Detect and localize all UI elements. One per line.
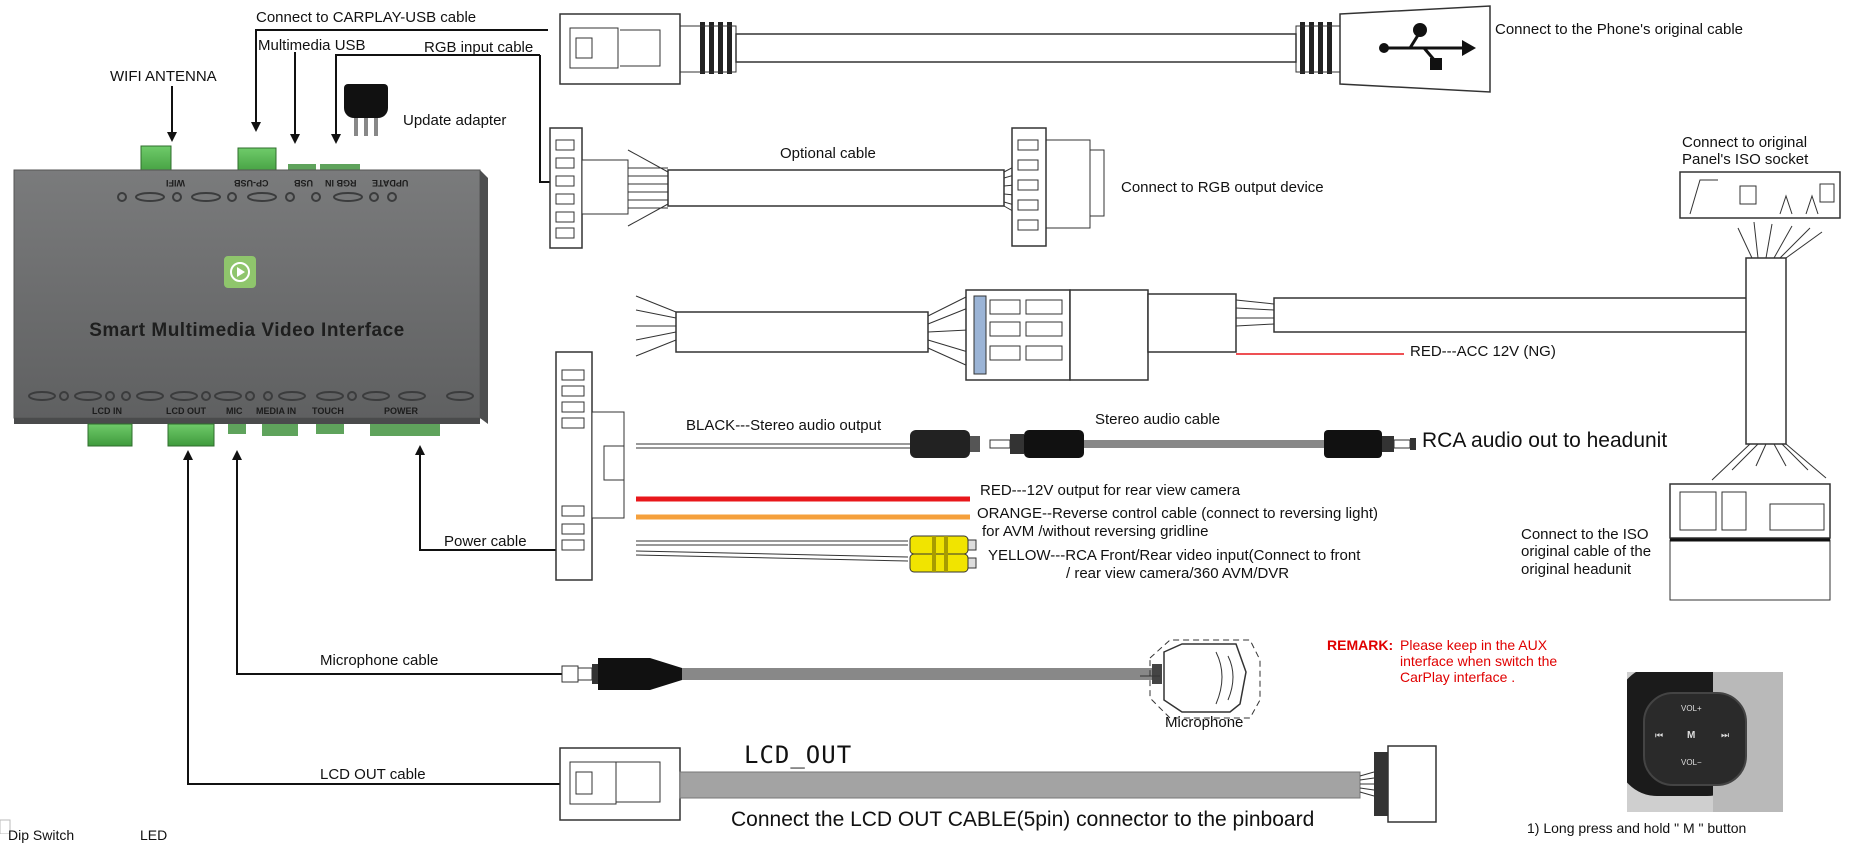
rgb-optional-cable [549,127,1105,249]
pointer-lines [167,29,562,785]
device-title: Smart Multimedia Video Interface [89,320,405,341]
port-label-lcd-out: LCD OUT [166,406,206,416]
rca-yellow-plugs [909,535,977,573]
port-label-touch: TOUCH [312,406,344,416]
remark-key: REMARK: [1327,637,1394,653]
label-microphone: Microphone [1165,714,1244,731]
label-stereo-cable: Stereo audio cable [1095,411,1221,428]
usb-icon [1379,23,1476,70]
label-yellow-rca-1: YELLOW---RCA Front/Rear video input(Conn… [988,547,1361,564]
label-dip-switch: Dip Switch [8,827,75,843]
label-optional-cable: Optional cable [780,145,876,162]
label-yellow-rca-2: / rear view camera/360 AVM/DVR [1066,565,1290,582]
vol-down-label: VOL− [1681,758,1702,767]
iso-headunit-connector [1669,483,1831,539]
power-connector [370,424,440,436]
microphone-cable [561,639,1261,719]
interface-box [13,145,488,447]
prev-track-icon: ⏮ [1655,730,1664,740]
label-red-12v: RED---12V output for rear view camera [980,482,1241,499]
update-adapter-icon [344,84,388,140]
label-black-stereo: BLACK---Stereo audio output [686,417,882,434]
port-label-power: POWER [384,406,419,416]
label-rgb-output: Connect to RGB output device [1121,179,1324,196]
label-orange-reverse-2: for AVM /without reversing gridline [982,523,1209,540]
steering-wheel-photo: VOL+ VOL− M ⏮ ⏭ [1627,672,1783,812]
label-multimedia-usb: Multimedia USB [258,37,366,54]
main-harness [555,171,1841,601]
next-track-icon: ⏭ [1721,730,1730,740]
port-label-mic: MIC [226,406,243,416]
carplay-usb-cable [559,5,1491,93]
vol-up-label: VOL+ [1681,704,1702,713]
remark-text: Please keep in the AUX interface when sw… [1400,637,1558,686]
port-label-cp-usb: CP-USB [234,178,269,188]
device-body [13,169,481,419]
label-power-cable: Power cable [444,533,527,550]
lcd-out-cable [559,745,1437,823]
label-led: LED [140,827,168,843]
mode-button-label: M [1687,730,1696,741]
touch-connector [316,424,344,434]
port-label-wifi: WIFI [166,178,185,188]
label-lcd-connect: Connect the LCD OUT CABLE(5pin) connecto… [731,808,1315,831]
lcd-out-connector [167,423,215,447]
port-label-lcd-in: LCD IN [92,406,122,416]
label-iso-headunit: Connect to the ISO original cable of the… [1521,526,1652,578]
microphone-icon [1163,643,1247,713]
stereo-audio-cable [989,430,1416,458]
label-update-adapter: Update adapter [403,112,507,129]
iso-socket-top [1679,171,1841,219]
lcd-in-connector [87,423,133,447]
bottom-led-holes [28,391,474,401]
label-iso-socket: Connect to original Panel's ISO socket [1682,134,1809,169]
label-red-acc: RED---ACC 12V (NG) [1410,343,1556,360]
label-lcd-out-cable: LCD OUT cable [320,766,426,783]
port-label-rgb-in: RGB IN [325,178,357,188]
port-label-usb: USB [294,178,314,188]
label-microphone-cable: Microphone cable [320,652,439,669]
label-rgb-input: RGB input cable [424,39,534,56]
label-orange-reverse-1: ORANGE--Reverse control cable (connect t… [977,505,1378,522]
label-carplay-usb: Connect to CARPLAY-USB cable [256,9,477,26]
media-in-connector [262,424,298,436]
port-label-update: UPDATE [372,178,409,188]
label-phone-cable: Connect to the Phone's original cable [1495,21,1744,38]
label-rca-audio: RCA audio out to headunit [1422,429,1668,452]
dip-switch-box [0,819,11,834]
port-label-media-in: MEDIA IN [256,406,297,416]
top-led-holes [117,192,397,202]
label-wifi-antenna: WIFI ANTENNA [110,68,217,85]
label-lcd-out-tag: LCD_OUT [744,741,853,769]
label-long-press: 1) Long press and hold " M " button [1527,820,1747,836]
stereo-jack-female [910,430,970,458]
mic-connector [228,424,246,434]
audio-video-wires [635,430,1416,573]
